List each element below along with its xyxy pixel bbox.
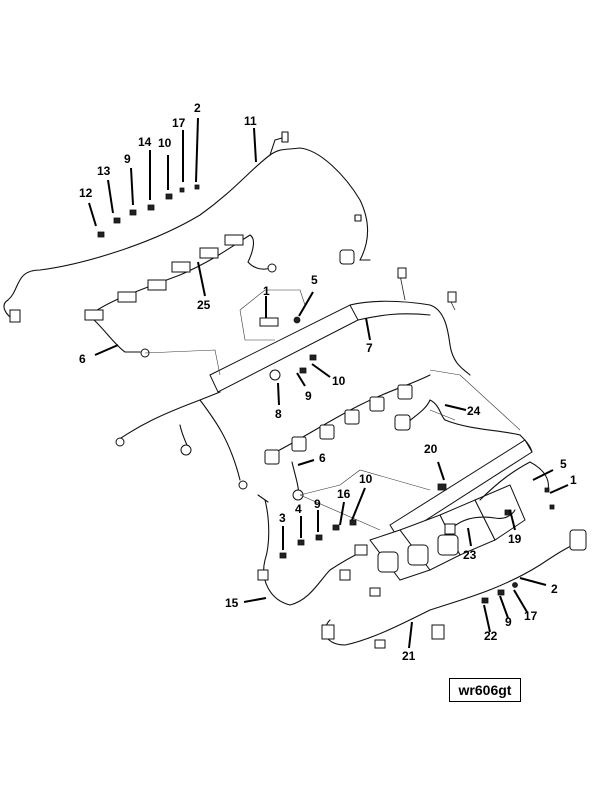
arrow-9b xyxy=(296,372,306,387)
arrow-20 xyxy=(437,461,445,481)
callout-23: 23 xyxy=(463,548,477,562)
harness-25 xyxy=(84,234,277,358)
arrow-8 xyxy=(277,382,280,406)
callout-17: 17 xyxy=(172,116,186,130)
callout-20: 20 xyxy=(424,442,438,456)
callout-2: 2 xyxy=(551,582,558,596)
callout-10: 10 xyxy=(158,136,172,150)
arrow-5b xyxy=(532,469,554,481)
arrow-16 xyxy=(339,501,345,526)
arrow-7 xyxy=(365,317,371,341)
callout-21: 21 xyxy=(402,649,416,663)
arrow-15 xyxy=(243,597,267,603)
callout-19: 19 xyxy=(508,532,522,546)
callout-9: 9 xyxy=(314,497,321,511)
callout-6: 6 xyxy=(319,451,326,465)
arrow-10b xyxy=(311,363,331,378)
callout-arrows xyxy=(88,117,569,649)
callout-8: 8 xyxy=(275,407,282,421)
callout-9: 9 xyxy=(124,152,131,166)
arrow-21 xyxy=(408,621,413,649)
callout-4: 4 xyxy=(295,502,302,516)
fuel-rail-lower xyxy=(369,434,549,581)
arrow-6a xyxy=(94,344,119,356)
callout-9: 9 xyxy=(505,615,512,629)
harness-middle xyxy=(115,391,248,490)
arrow-2b xyxy=(519,577,547,586)
arrow-25 xyxy=(197,261,206,297)
callout-5: 5 xyxy=(560,457,567,471)
harness-24 xyxy=(394,399,521,436)
callout-17: 17 xyxy=(524,609,538,623)
callout-13: 13 xyxy=(97,164,111,178)
arrow-5a xyxy=(298,291,314,317)
clips xyxy=(97,184,555,604)
arrow-24 xyxy=(444,404,467,411)
callout-25: 25 xyxy=(197,298,211,312)
arrow-23 xyxy=(467,527,472,547)
harness-11 xyxy=(3,131,371,323)
callout-24: 24 xyxy=(467,404,481,418)
callout-7: 7 xyxy=(366,341,373,355)
arrow-9d xyxy=(499,595,509,619)
arrow-6b xyxy=(297,459,315,466)
callout-15: 15 xyxy=(225,596,239,610)
callout-14: 14 xyxy=(138,135,152,149)
harness-15 xyxy=(257,494,381,606)
callout-16: 16 xyxy=(337,487,351,501)
callout-labels: 2 17 11 14 10 13 9 12 25 1 5 6 7 10 8 9 … xyxy=(79,101,577,663)
arrow-1b xyxy=(549,484,569,494)
callout-6: 6 xyxy=(79,352,86,366)
arrow-9a xyxy=(130,167,134,206)
fuel-rail-7 xyxy=(209,267,471,393)
arrow-10c xyxy=(351,487,366,521)
arrow-12 xyxy=(88,202,97,227)
arrow-2a xyxy=(195,117,199,183)
callout-9: 9 xyxy=(305,389,312,403)
leader-lines xyxy=(144,289,521,531)
arrow-13 xyxy=(107,179,114,214)
callout-11: 11 xyxy=(244,114,257,128)
arrow-17b xyxy=(513,589,528,613)
callout-1: 1 xyxy=(570,473,577,487)
callout-10: 10 xyxy=(359,472,373,486)
injector-harness-6 xyxy=(264,374,431,501)
arrow-11 xyxy=(253,127,257,163)
callout-22: 22 xyxy=(484,629,498,643)
harness-21 xyxy=(321,529,587,649)
arrow-22 xyxy=(483,604,491,633)
figure-id-label: wr606gt xyxy=(449,678,521,702)
arrow-19 xyxy=(509,509,516,531)
callout-2: 2 xyxy=(194,101,201,115)
callout-12: 12 xyxy=(79,186,93,200)
callout-1: 1 xyxy=(263,284,270,298)
callout-10: 10 xyxy=(332,374,346,388)
callout-3: 3 xyxy=(279,511,286,525)
callout-5: 5 xyxy=(311,273,318,287)
